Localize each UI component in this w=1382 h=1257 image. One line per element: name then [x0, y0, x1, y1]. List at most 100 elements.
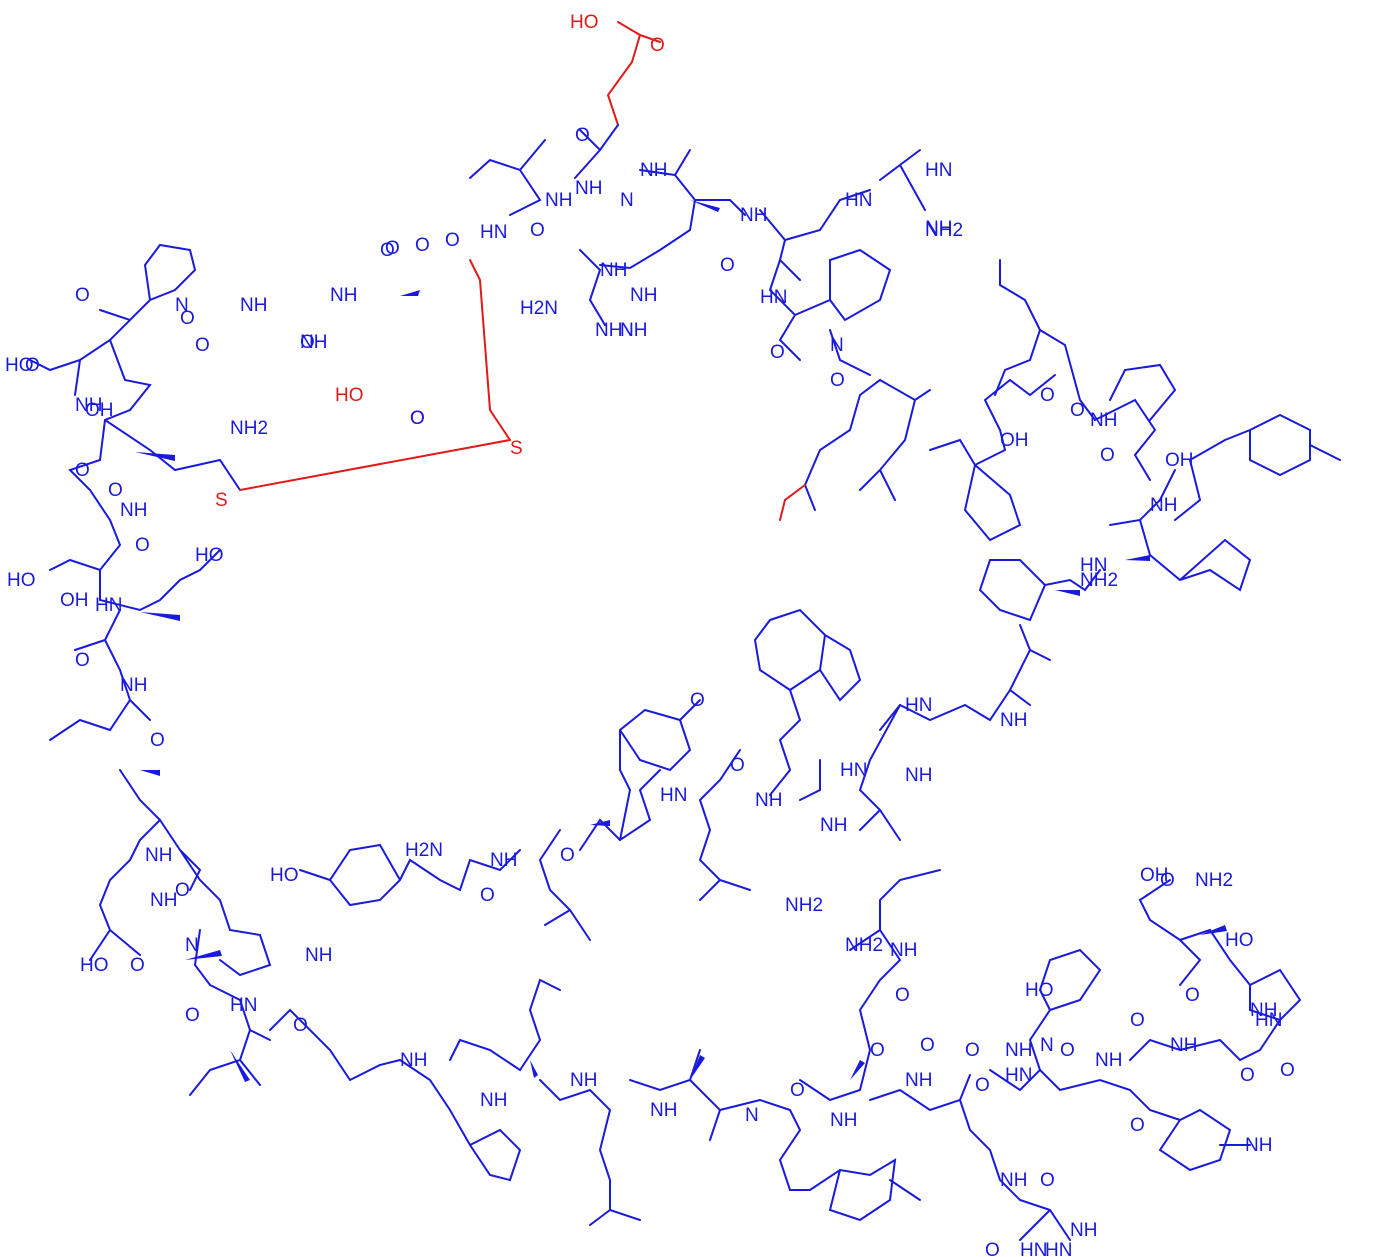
atom-label: NH: [400, 1050, 427, 1071]
atom-label: O: [25, 355, 40, 376]
atom-label: O: [830, 370, 845, 391]
atom-label: NH: [620, 320, 647, 341]
atom-label: O: [385, 238, 400, 259]
atom-label: O: [410, 408, 425, 429]
atom-label: O: [965, 1040, 980, 1061]
atom-label: HN: [95, 595, 122, 616]
atom-label: O: [650, 35, 665, 56]
atom-label: NH: [120, 675, 147, 696]
atom-label: HO: [80, 955, 109, 976]
atom-label: O: [920, 1035, 935, 1056]
atom-label: NH2: [785, 895, 823, 916]
atom-label: NH: [120, 500, 147, 521]
atom-label: HN: [1080, 555, 1107, 576]
atom-label: NH: [1170, 1035, 1197, 1056]
atom-label: O: [75, 285, 90, 306]
atom-label: HO: [195, 545, 224, 566]
atom-label: N: [620, 320, 634, 341]
atom-label: O: [1240, 1065, 1255, 1086]
atom-label: S: [510, 438, 523, 459]
atom-label: NH: [925, 218, 952, 239]
atom-label: N: [620, 190, 634, 211]
atom-label: O: [1040, 1170, 1055, 1191]
atom-label: O: [770, 342, 785, 363]
atom-label: O: [1280, 1060, 1295, 1081]
atom-label: O: [380, 240, 395, 261]
atom-label: O: [870, 1040, 885, 1061]
atom-label: OH: [1140, 865, 1169, 886]
atom-label: NH: [1090, 410, 1117, 431]
atom-label: NH: [1150, 495, 1177, 516]
atom-label: O: [1130, 1115, 1145, 1136]
atom-label: HN: [925, 160, 952, 181]
atom-label: O: [1185, 985, 1200, 1006]
atom-label: O: [415, 235, 430, 256]
atom-label: O: [1060, 1040, 1075, 1061]
atom-label: O: [985, 1240, 1000, 1257]
atom-label: O: [445, 230, 460, 251]
atom-label: O: [560, 845, 575, 866]
atom-label: N: [175, 295, 189, 316]
atom-label: N: [745, 1105, 759, 1126]
atom-label: N: [830, 335, 844, 356]
atom-label: NH: [890, 940, 917, 961]
atom-label: O: [895, 985, 910, 1006]
atom-label: O: [1070, 400, 1085, 421]
atom-label: OH: [85, 400, 114, 421]
backbone-bonds: [29, 21, 1341, 1241]
atom-label: NH: [1250, 1000, 1277, 1021]
atom-label: H2N: [405, 840, 443, 861]
atom-label: NH: [1095, 1050, 1122, 1071]
atom-label: NH: [570, 1070, 597, 1091]
atom-label: O: [1100, 445, 1115, 466]
atom-label: HN: [845, 190, 872, 211]
atom-label: HN: [230, 995, 257, 1016]
atom-label: HN: [480, 222, 507, 243]
atom-label: NH: [240, 295, 267, 316]
atom-label: O: [300, 332, 315, 353]
atom-label: NH: [830, 1110, 857, 1131]
atom-label: O: [975, 1075, 990, 1096]
atom-label: N: [185, 935, 199, 956]
atom-label: NH: [575, 178, 602, 199]
atom-label: O: [575, 125, 590, 146]
atom-label: NH: [650, 1100, 677, 1121]
atom-label: HO: [7, 570, 36, 591]
atom-label: HO: [5, 355, 34, 376]
atom-label: NH2: [845, 935, 883, 956]
atom-label: OH: [1000, 430, 1029, 451]
atom-label: NH: [640, 160, 667, 181]
atom-label: N: [1040, 1035, 1054, 1056]
atom-label: OH: [60, 590, 89, 611]
atom-label: O: [180, 308, 195, 329]
atom-label: O: [410, 408, 425, 429]
atom-label: HO: [270, 865, 299, 886]
atom-label: HN: [760, 287, 787, 308]
atom-label: O: [130, 955, 145, 976]
atom-label: O: [108, 480, 123, 501]
atom-label: HO: [335, 385, 364, 406]
atom-label: NH2: [925, 220, 963, 241]
atom-label: NH: [600, 260, 627, 281]
atom-label: O: [135, 535, 150, 556]
atom-label: O: [185, 1005, 200, 1026]
atom-label: NH: [1000, 1170, 1027, 1191]
atom-label: O: [480, 885, 495, 906]
atom-label: NH: [595, 320, 622, 341]
atom-label: O: [530, 220, 545, 241]
atom-label: NH: [480, 1090, 507, 1111]
atom-label: O: [195, 335, 210, 356]
atom-label: HO: [1025, 980, 1054, 1001]
atom-label: NH2: [1195, 870, 1233, 891]
atom-label: O: [75, 650, 90, 671]
atom-label: NH: [75, 395, 102, 416]
atom-label: HO: [1225, 930, 1254, 951]
atom-label: NH: [145, 845, 172, 866]
atom-label: HN: [1020, 1240, 1047, 1257]
atom-label: O: [1160, 870, 1175, 891]
atom-label: HO: [570, 12, 599, 33]
atom-label: NH: [820, 815, 847, 836]
atom-label: O: [730, 755, 745, 776]
atom-label: NH: [740, 205, 767, 226]
